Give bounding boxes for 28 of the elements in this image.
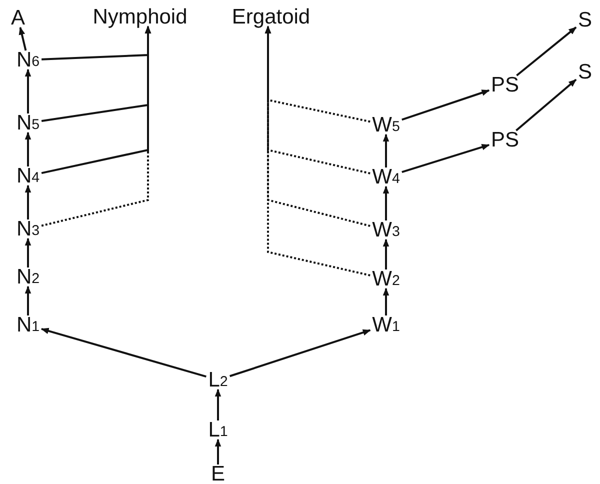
arrow bbox=[382, 186, 390, 220]
arrow bbox=[402, 144, 490, 174]
arrow bbox=[24, 132, 32, 166]
arrow bbox=[24, 238, 32, 268]
arrow bbox=[382, 238, 390, 270]
arrow bbox=[41, 26, 152, 227]
caste-label: E bbox=[210, 464, 226, 484]
arrow bbox=[214, 388, 222, 420]
arrow bbox=[24, 286, 32, 316]
caste-label: PS bbox=[490, 130, 520, 150]
caste-label: Ergatoid bbox=[230, 6, 312, 28]
arrow bbox=[382, 288, 390, 316]
arrow bbox=[516, 26, 577, 76]
caste-label: Nymphoid bbox=[92, 6, 188, 28]
arrow bbox=[382, 134, 390, 168]
arrow bbox=[516, 78, 577, 132]
arrow bbox=[18, 26, 27, 51]
arrow bbox=[402, 89, 490, 121]
caste-label: PS bbox=[490, 74, 520, 96]
arrow bbox=[214, 438, 222, 464]
arrow bbox=[24, 184, 32, 220]
arrow bbox=[40, 328, 206, 378]
arrow bbox=[264, 26, 370, 276]
arrow bbox=[24, 68, 32, 114]
arrow bbox=[230, 329, 371, 378]
caste-label: S bbox=[577, 10, 593, 30]
caste-label: A bbox=[10, 8, 26, 28]
caste-label: S bbox=[577, 62, 593, 82]
